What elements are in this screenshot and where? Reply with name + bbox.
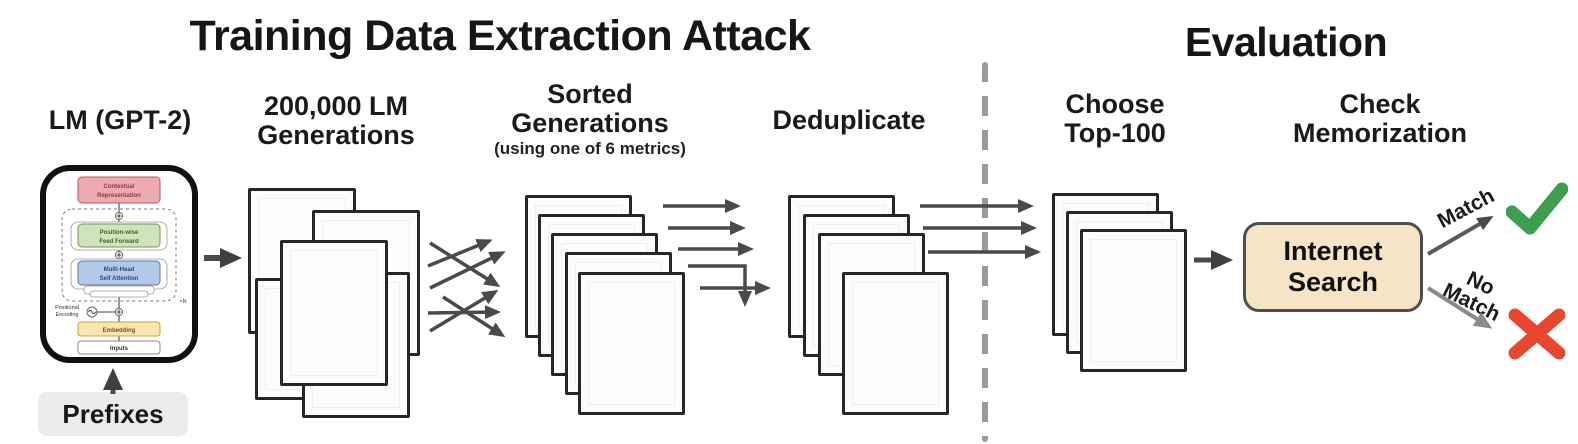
document bbox=[280, 240, 388, 386]
cross-icon bbox=[1508, 308, 1566, 360]
self-attention-label: Multi-Head bbox=[104, 267, 135, 273]
repeat-n-label: ×N bbox=[179, 299, 186, 305]
sorted-step-subtitle: (using one of 6 metrics) bbox=[494, 139, 686, 158]
svg-text:Encoding: Encoding bbox=[56, 312, 79, 318]
check-icon bbox=[1506, 182, 1568, 235]
svg-text:Self Attention: Self Attention bbox=[100, 276, 139, 282]
deduplicate-step-label: Deduplicate bbox=[772, 105, 926, 135]
internet-search-box: Internet Search bbox=[1243, 222, 1423, 312]
inputs-label: Inputs bbox=[110, 346, 129, 352]
generations-step-label: 200,000 LM Generations bbox=[257, 91, 415, 150]
prefixes-label: Prefixes bbox=[62, 398, 164, 429]
match-label: Match bbox=[1433, 184, 1499, 233]
contextual-representation-label: Contextual bbox=[103, 184, 134, 190]
lm-gpt2-box: Contextual Representation ×N Position-wi… bbox=[40, 165, 198, 363]
document bbox=[578, 272, 685, 415]
prefixes-box: Prefixes bbox=[38, 392, 188, 436]
choose-top100-step-label: Choose Top-100 bbox=[1064, 89, 1166, 148]
feed-forward-label: Position-wise bbox=[100, 230, 139, 236]
sorted-step-label: Sorted Generations (using one of 6 metri… bbox=[480, 80, 700, 160]
lm-step-label: LM (GPT-2) bbox=[48, 105, 192, 135]
positional-encoding-label: Positional bbox=[55, 305, 79, 311]
arrows-sort-shuffle bbox=[427, 239, 506, 338]
section-divider bbox=[982, 62, 988, 442]
svg-text:Feed Forward: Feed Forward bbox=[99, 239, 139, 245]
arrows-to-top100 bbox=[920, 199, 1041, 259]
transformer-mini-diagram: Contextual Representation ×N Position-wi… bbox=[55, 176, 187, 355]
document bbox=[842, 272, 949, 415]
evaluation-section-title: Evaluation bbox=[1184, 19, 1388, 65]
check-memorization-step-label: Check Memorization bbox=[1292, 89, 1467, 148]
embedding-label: Embedding bbox=[103, 328, 136, 334]
attack-section-title: Training Data Extraction Attack bbox=[189, 12, 811, 60]
document bbox=[1080, 229, 1187, 372]
svg-text:Representation: Representation bbox=[97, 193, 141, 199]
